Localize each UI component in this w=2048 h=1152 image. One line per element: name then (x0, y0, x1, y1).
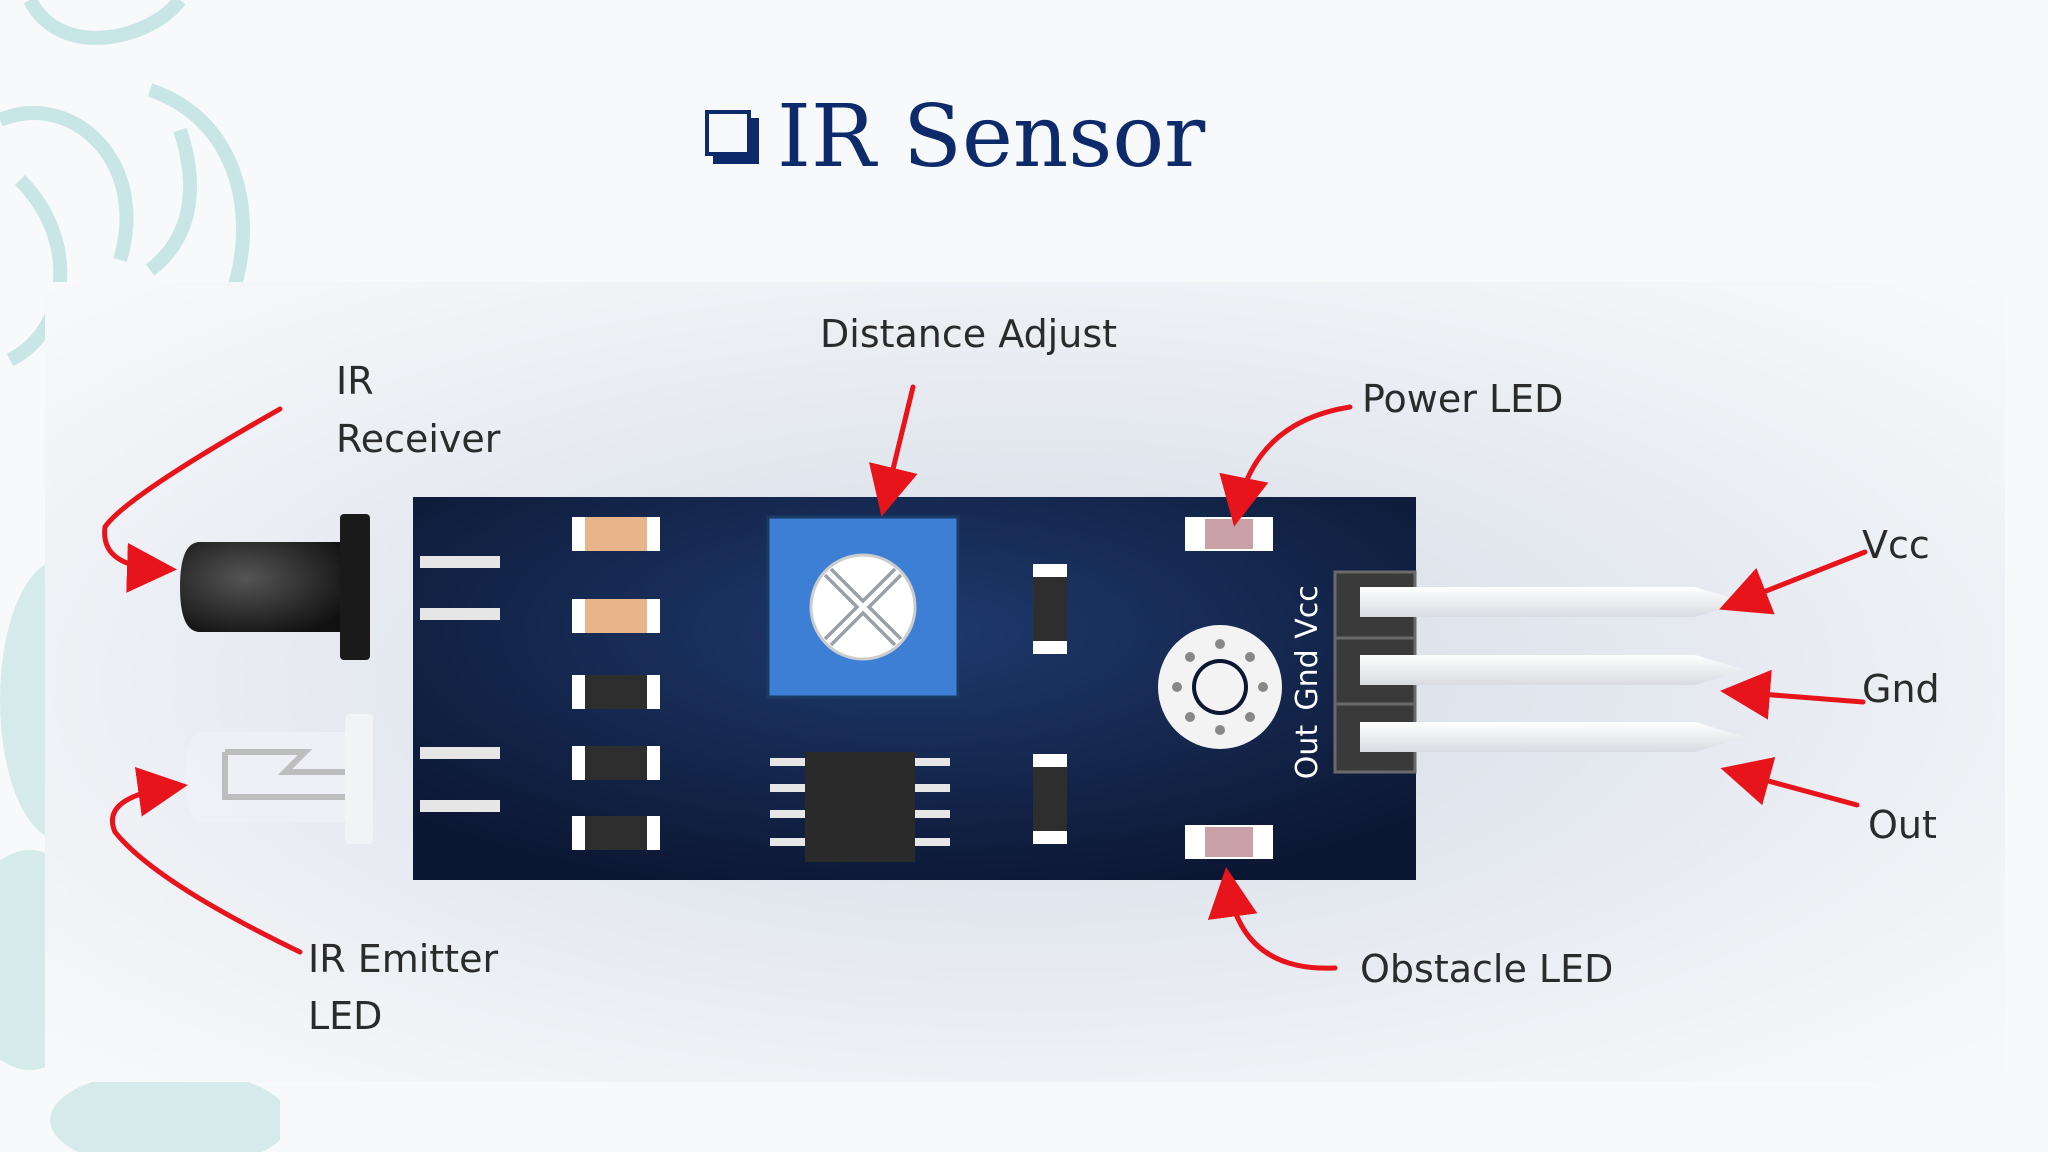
label-obstacle-led: Obstacle LED (1360, 947, 1614, 991)
ir-receiver-component (180, 514, 500, 660)
slide-title-text: IR Sensor (777, 87, 1206, 187)
arrow-out (1720, 757, 1860, 808)
arrow-power-led (1219, 404, 1353, 527)
board-pin-label-out: Out (1290, 725, 1325, 780)
board-pin-label-vcc: Vcc (1290, 585, 1325, 639)
potentiometer (766, 515, 960, 699)
ir-sensor-diagram: Vcc Gnd Out (102, 384, 1868, 971)
header-pins (1333, 570, 1745, 774)
label-distance-adjust: Distance Adjust (820, 312, 1118, 356)
label-power-led: Power LED (1362, 377, 1564, 421)
label-ir-emitter-line1: IR Emitter (308, 937, 499, 981)
ic-chip (770, 752, 950, 862)
label-gnd: Gnd (1862, 667, 1940, 711)
label-ir-emitter-line2: LED (308, 994, 383, 1038)
checkbox-bullet-icon (705, 110, 759, 164)
arrow-vcc (1719, 549, 1868, 615)
slide-title: IR Sensor (705, 82, 1205, 192)
arrow-distance-adjust (868, 384, 918, 517)
arrow-gnd (1720, 669, 1866, 720)
obstacle-led-component (1185, 825, 1273, 859)
arrow-ir-receiver (102, 406, 283, 593)
board-pin-label-gnd: Gnd (1290, 649, 1325, 710)
smd-components (572, 517, 1067, 850)
ir-emitter-component (185, 714, 500, 844)
mounting-hole (1158, 625, 1282, 749)
label-vcc: Vcc (1862, 523, 1930, 567)
label-out: Out (1868, 803, 1937, 847)
label-ir-receiver-line2: Receiver (336, 417, 501, 461)
power-led-component (1185, 517, 1273, 551)
arrow-obstacle-led (1207, 867, 1338, 971)
label-ir-receiver-line1: IR (336, 359, 374, 403)
arrow-ir-emitter (110, 766, 303, 955)
